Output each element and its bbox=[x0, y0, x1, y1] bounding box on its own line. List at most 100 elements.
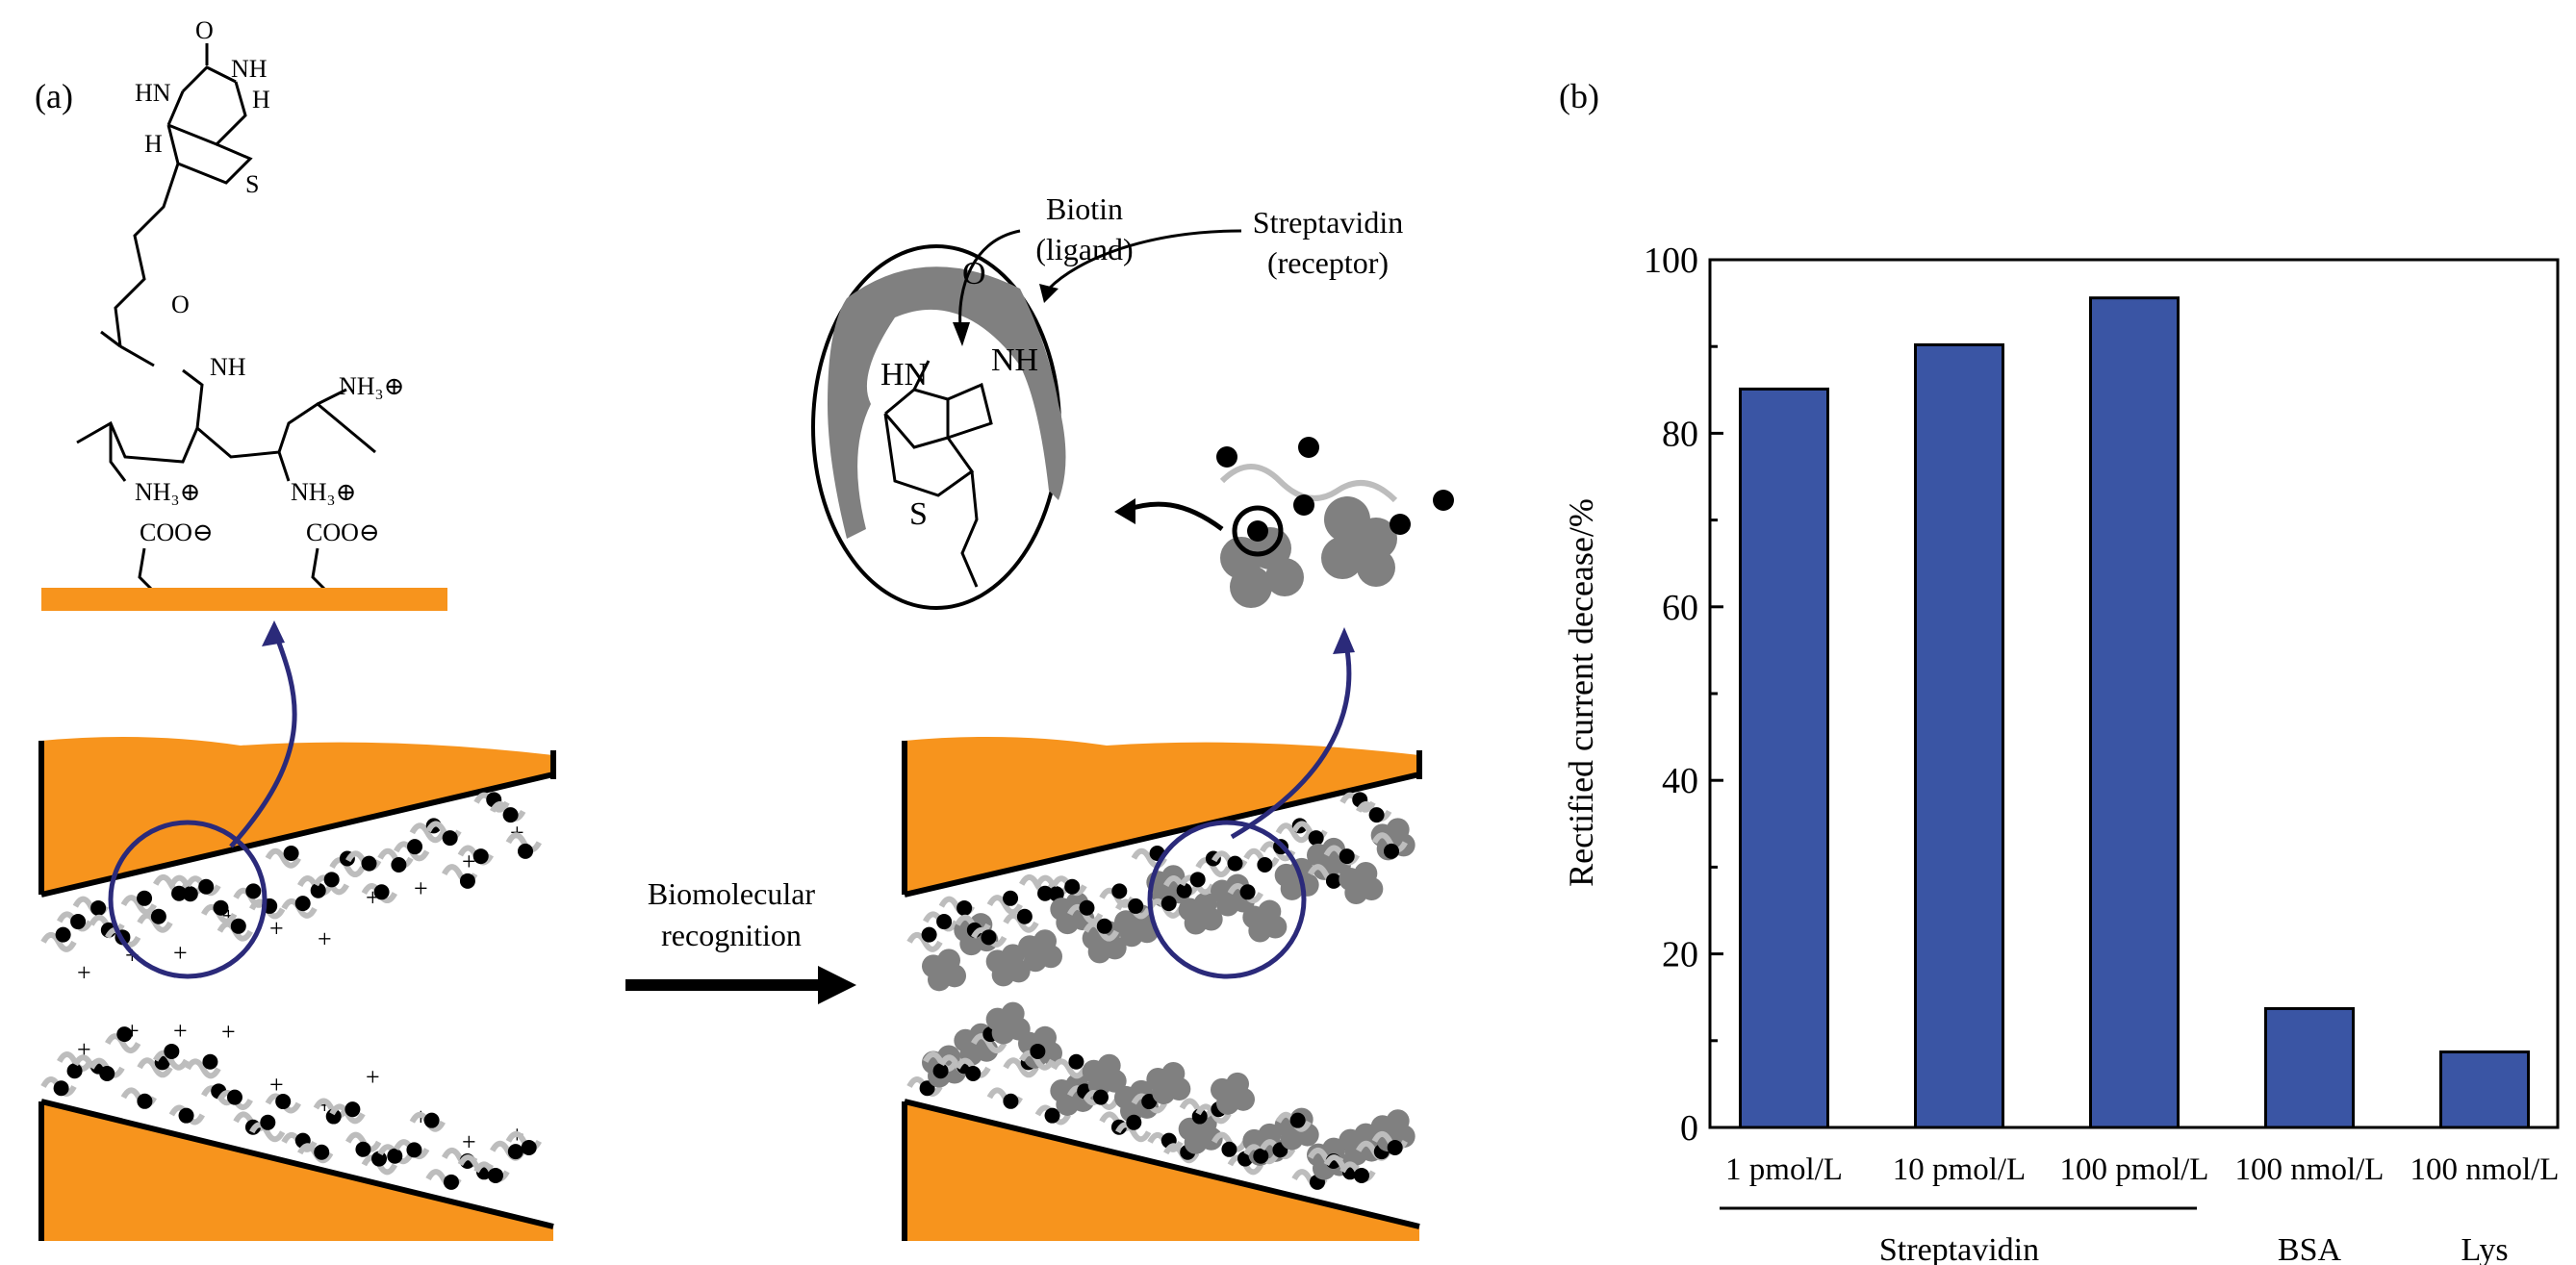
charge-dot bbox=[371, 1151, 388, 1167]
charge-dot bbox=[1141, 1094, 1158, 1110]
svg-text:HN: HN bbox=[880, 357, 928, 392]
protein-blob bbox=[1167, 1076, 1191, 1101]
charge-dot bbox=[226, 1089, 242, 1105]
svg-text:NH: NH bbox=[231, 55, 268, 83]
charge-dot bbox=[1339, 848, 1355, 865]
reaction-arrow bbox=[625, 966, 856, 1004]
group-label: Lys bbox=[2461, 1232, 2508, 1265]
charge-dot bbox=[314, 1144, 330, 1160]
protein-blob bbox=[1263, 915, 1288, 939]
polymer-chain bbox=[313, 1098, 349, 1119]
polymer-chain bbox=[265, 848, 301, 869]
charge-dot bbox=[932, 1063, 949, 1079]
panel-label-a: (a) bbox=[35, 77, 73, 115]
charge-dot bbox=[459, 873, 475, 889]
charge-dot bbox=[310, 882, 326, 898]
svg-text:NH₃⊕: NH₃⊕ bbox=[135, 478, 200, 506]
polymer-chain bbox=[409, 822, 446, 844]
group-label: BSA bbox=[2278, 1232, 2342, 1265]
polymer-chain bbox=[1019, 1050, 1056, 1071]
charge-dot bbox=[70, 914, 87, 930]
charge-dot bbox=[956, 899, 973, 916]
plus-sign: + bbox=[462, 1128, 476, 1156]
arrow-label-line1: Biomolecular bbox=[648, 876, 816, 911]
gold-surface bbox=[41, 588, 447, 611]
plus-sign: + bbox=[173, 939, 188, 967]
svg-text:COO⊖: COO⊖ bbox=[140, 519, 214, 546]
svg-text:H: H bbox=[144, 130, 163, 158]
bar-0 bbox=[1739, 387, 1829, 1129]
charge-dot bbox=[1128, 898, 1144, 914]
charge-dot bbox=[387, 1148, 403, 1164]
polymer-chain bbox=[1051, 1058, 1087, 1079]
svg-text:HN: HN bbox=[135, 79, 171, 107]
charge-dot bbox=[1176, 882, 1192, 898]
charge-dot bbox=[919, 1080, 935, 1097]
x-tick-label: 10 pmol/L bbox=[1893, 1152, 2026, 1187]
arrowhead-icon bbox=[953, 322, 970, 346]
charge-dot bbox=[150, 908, 166, 924]
charge-dot bbox=[344, 1101, 361, 1118]
arrowhead-icon bbox=[1039, 284, 1058, 303]
protein-blob bbox=[1039, 1041, 1062, 1065]
plus-sign: + bbox=[269, 914, 284, 942]
panel-label-b: (b) bbox=[1559, 77, 1599, 115]
charge-dot bbox=[90, 899, 107, 916]
charge-dot bbox=[391, 856, 407, 873]
polymer-chain bbox=[153, 1050, 190, 1071]
y-tick-label: 100 bbox=[1644, 240, 1698, 281]
charge-dot bbox=[171, 885, 188, 901]
protein-blob bbox=[1007, 959, 1031, 983]
charge-dot bbox=[55, 926, 71, 943]
structure-labels: O HN NH H H S O NH NH₃⊕ NH₃⊕ NH₃⊕ COO⊖ C… bbox=[135, 16, 404, 546]
charge-dot bbox=[1325, 873, 1341, 889]
charge-dot bbox=[1227, 855, 1243, 872]
charge-dot bbox=[921, 926, 937, 943]
charge-dot bbox=[1037, 885, 1054, 901]
charge-dot bbox=[1064, 878, 1081, 895]
charge-dot bbox=[1368, 807, 1385, 823]
charge-dot bbox=[1003, 890, 1019, 906]
polymer-chain bbox=[505, 832, 542, 853]
y-tick-label: 0 bbox=[1680, 1108, 1698, 1149]
biotin-linker-structure bbox=[76, 43, 376, 598]
streptavidin-biotin-complex bbox=[1114, 437, 1454, 608]
charge-dot bbox=[981, 929, 997, 946]
zoom-arrow-left bbox=[229, 629, 297, 848]
polymer-chain bbox=[1371, 832, 1408, 853]
charge-dot bbox=[406, 1142, 422, 1158]
charge-dot bbox=[1257, 856, 1273, 873]
svg-text:COO⊖: COO⊖ bbox=[306, 519, 380, 546]
y-tick-label: 80 bbox=[1662, 414, 1698, 454]
x-tick-label: 100 nmol/L bbox=[2410, 1152, 2560, 1187]
polymer-chain bbox=[1195, 857, 1232, 877]
polymer-chain bbox=[249, 1122, 286, 1143]
plus-sign: + bbox=[173, 1017, 188, 1045]
arrow-label-line2: recognition bbox=[661, 918, 802, 952]
zoom-ring-left bbox=[108, 820, 268, 979]
y-tick-label: 40 bbox=[1662, 761, 1698, 801]
y-tick-label: 60 bbox=[1662, 588, 1698, 628]
svg-text:O: O bbox=[195, 16, 214, 44]
y-tick-label: 20 bbox=[1662, 935, 1698, 975]
streptavidin-label-2: (receptor) bbox=[1267, 245, 1389, 280]
charge-dot bbox=[1092, 1089, 1109, 1105]
arrowhead-icon bbox=[1114, 498, 1135, 524]
charge-dot bbox=[502, 807, 519, 823]
biotin-pointer bbox=[958, 229, 1021, 328]
charge-dot bbox=[373, 884, 390, 900]
charge-dot bbox=[1111, 883, 1128, 899]
polymer-chain bbox=[1275, 822, 1312, 844]
charge-dot bbox=[198, 878, 215, 895]
polymer-chain bbox=[1179, 1098, 1215, 1119]
polymer-chain bbox=[120, 895, 157, 916]
charge-dot bbox=[202, 1053, 218, 1070]
charge-dot bbox=[1387, 1139, 1403, 1155]
charge-dot bbox=[1003, 1093, 1019, 1109]
x-tick-label: 1 pmol/L bbox=[1725, 1152, 1843, 1187]
charge-dot bbox=[407, 839, 423, 855]
charge-dot bbox=[965, 1066, 982, 1082]
charge-dot bbox=[1096, 918, 1112, 934]
charge-dot bbox=[1189, 872, 1206, 888]
charge-dot bbox=[442, 830, 458, 847]
